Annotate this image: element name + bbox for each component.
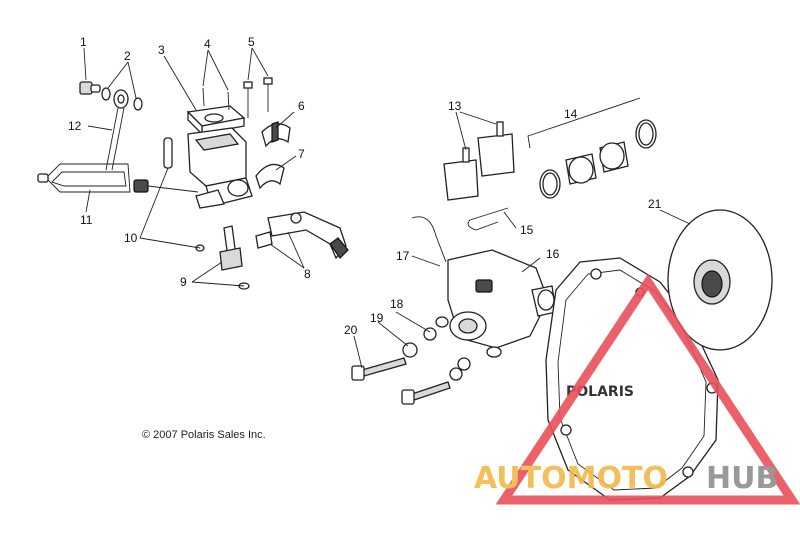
brake-lever [255,211,349,260]
callout-11: 11 [80,213,93,227]
brake-disc [667,209,773,351]
callout-2: 2 [124,49,131,63]
lever-hardware [219,225,250,290]
automotohub-watermark: AUTOMOTO HUB [474,273,800,505]
callout-labels: 1 2 3 4 5 6 7 8 9 10 11 12 13 14 15 16 1… [68,35,662,337]
callout-1: 1 [80,35,87,49]
caliper-bolts [351,327,471,405]
callout-16: 16 [546,247,560,261]
callout-12: 12 [68,119,82,133]
watermark-text-automoto: AUTOMOTO [474,461,668,496]
callout-5: 5 [248,35,255,49]
master-cylinder-assembly [37,77,349,290]
callout-18: 18 [390,297,404,311]
callout-4: 4 [204,37,211,51]
callout-20: 20 [344,323,358,337]
callout-17: 17 [396,249,410,263]
reservoir-cap [186,105,246,136]
clamp-bolts [243,77,273,118]
callout-8: 8 [304,267,311,281]
brake-pads [443,121,515,201]
callout-14: 14 [564,107,578,121]
callout-13: 13 [448,99,462,113]
lower-clamp [255,163,285,190]
pad-retainer-clip [467,207,509,231]
brake-switch-harness [37,163,199,193]
watermark-triangle [495,273,800,505]
banjo-bolt [79,81,101,95]
callout-3: 3 [158,43,165,57]
callout-6: 6 [298,99,305,113]
copyright-notice: © 2007 Polaris Sales Inc. [142,429,266,441]
piston-kit [539,119,657,199]
cap-screws [202,87,230,111]
leader-lines [83,47,691,369]
master-cylinder-body [187,127,253,209]
callout-9: 9 [180,275,187,289]
brake-caliper [411,216,557,358]
callout-7: 7 [298,147,305,161]
watermark-text-hub: HUB [706,461,778,496]
callout-21: 21 [648,197,662,211]
banjo-fitting [113,89,129,109]
callout-15: 15 [520,223,534,237]
handlebar-clamp [261,121,291,148]
sealing-washers [101,87,143,111]
callout-19: 19 [370,311,384,325]
callout-10: 10 [124,231,138,245]
